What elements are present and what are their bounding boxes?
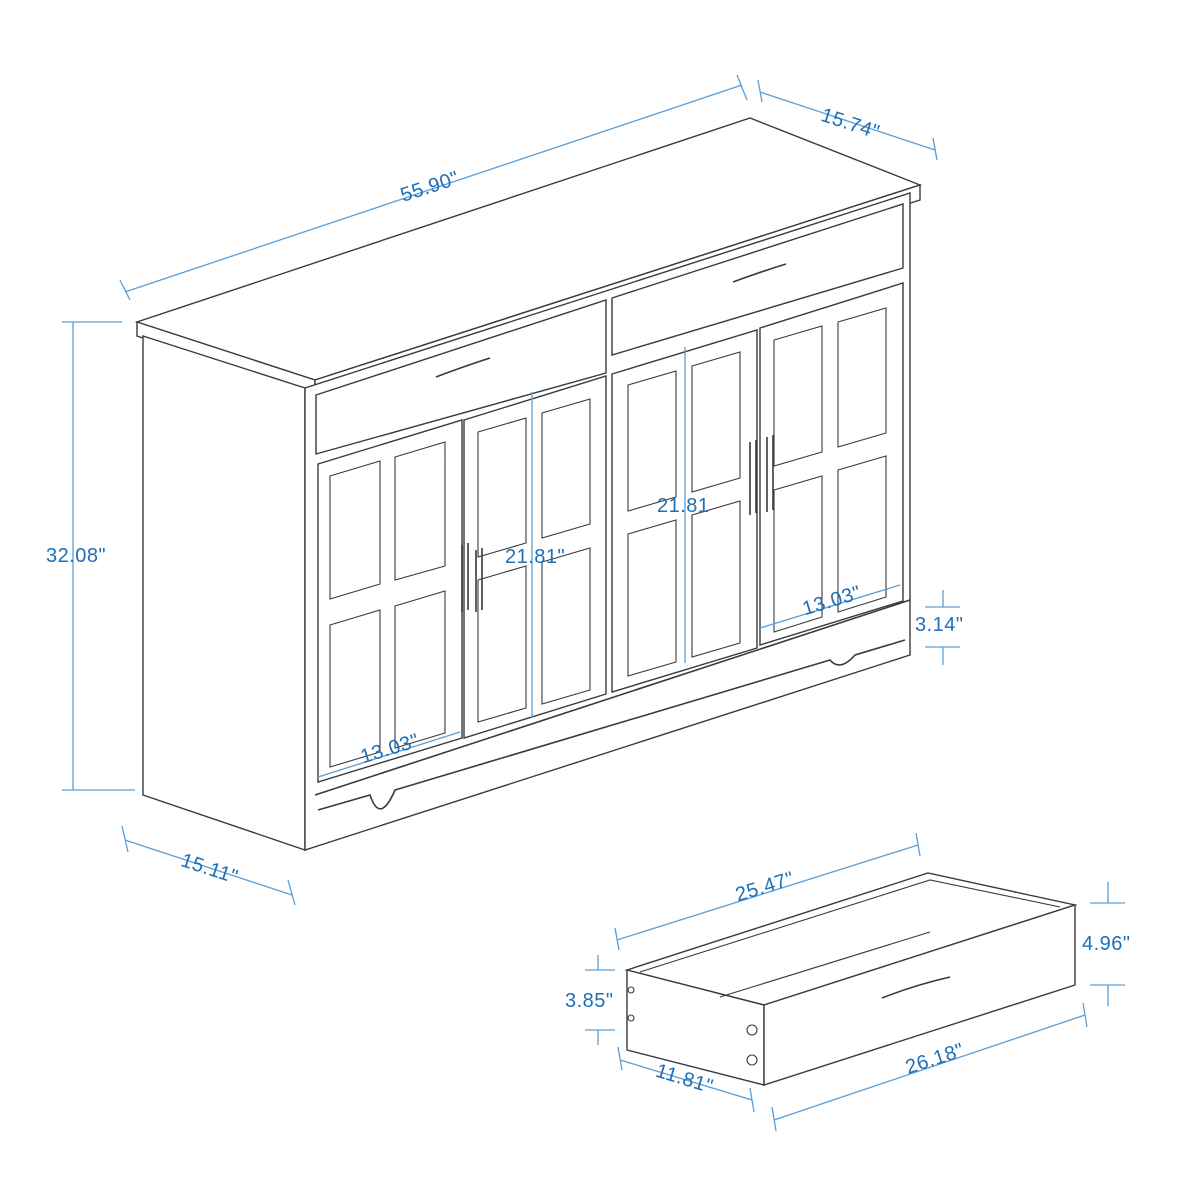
right-door-height-label: 21.81 xyxy=(657,495,710,517)
drawer-front-height-label: 4.96" xyxy=(1082,933,1131,955)
drawer-drawing xyxy=(624,872,1078,1086)
drawer-side-height-label: 3.85" xyxy=(565,990,614,1012)
left-door-height-label: 21.81" xyxy=(505,546,566,568)
dimension-lines xyxy=(62,74,1125,1132)
cabinet-height-label: 32.08" xyxy=(46,545,107,567)
base-height-label: 3.14" xyxy=(915,614,964,636)
cabinet-drawing xyxy=(134,117,923,851)
